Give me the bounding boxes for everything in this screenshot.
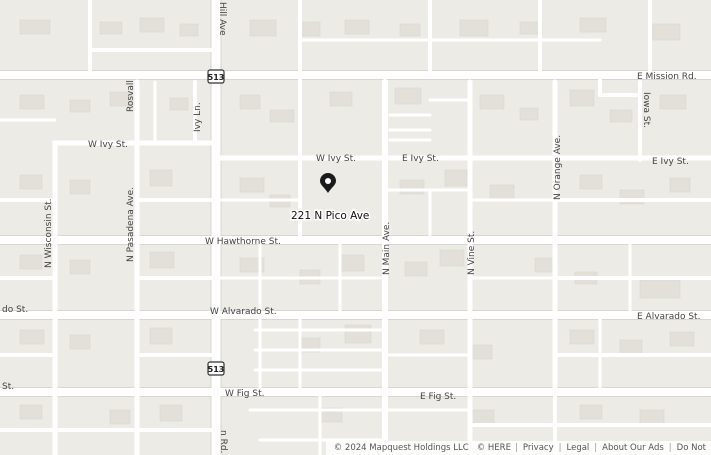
street-label-rosvall: Rosvall: [126, 80, 136, 112]
street-label-w-ivy-st-mid: W Ivy St.: [316, 154, 356, 164]
street-label-w-alvarado-st: W Alvarado St.: [210, 307, 277, 317]
street-label-hill-ave: Hill Ave: [217, 2, 227, 36]
route-shield-north: 513: [207, 69, 225, 84]
copyright-text: © 2024 Mapquest Holdings LLC: [333, 443, 469, 453]
street-label-iowa-st: Iowa St.: [641, 92, 651, 128]
location-pin[interactable]: [320, 173, 336, 193]
street-label-n-main-ave: N Main Ave.: [382, 222, 392, 275]
footer-separator: |: [594, 443, 598, 453]
street-label-e-ivy-st-right: E Ivy St.: [652, 157, 689, 167]
street-label-bottom-rd: n Rd.: [218, 430, 228, 453]
street-label-w-hawthorne-st: W Hawthorne St.: [205, 237, 281, 247]
about-ads-link[interactable]: About Our Ads: [602, 443, 664, 453]
street-label-e-ivy-st-mid: E Ivy St.: [402, 154, 439, 164]
legal-link[interactable]: Legal: [566, 443, 590, 453]
street-label-n-vine-st: N Vine St.: [467, 231, 477, 275]
route-shield-number: 513: [208, 365, 225, 374]
street-label-w-fig-st-left: St.: [2, 382, 14, 392]
footer-separator: |: [514, 443, 518, 453]
privacy-link[interactable]: Privacy: [522, 443, 554, 453]
street-label-e-mission-rd: E Mission Rd.: [637, 72, 697, 82]
do-not-link[interactable]: Do Not: [676, 443, 706, 453]
street-labels: Hill Ave Rosvall Ivy Ln. E Mission Rd. I…: [2, 2, 700, 453]
attribution-footer: © 2024 Mapquest Holdings LLC © HERE | Pr…: [325, 441, 711, 455]
street-label-w-alvarado-st-left: do St.: [2, 305, 28, 315]
route-shield-number: 513: [208, 73, 225, 82]
street-label-n-orange-ave: N Orange Ave.: [553, 135, 563, 200]
street-label-w-ivy-st-left: W Ivy St.: [88, 140, 128, 150]
street-label-e-alvarado-st: E Alvarado St.: [637, 312, 700, 322]
street-label-n-wisconsin-st: N Wisconsin St.: [44, 199, 54, 269]
street-label-w-fig-st: W Fig St.: [225, 389, 264, 399]
footer-separator: |: [558, 443, 562, 453]
here-credit: © HERE: [476, 443, 511, 453]
footer-separator: |: [668, 443, 672, 453]
street-label-e-fig-st: E Fig St.: [420, 392, 456, 402]
street-label-n-pasadena-ave: N Pasadena Ave.: [126, 187, 136, 262]
route-shield-south: 513: [207, 361, 225, 376]
map-pin-dot: [325, 178, 331, 184]
street-label-ivy-ln: Ivy Ln.: [193, 102, 203, 132]
pin-label: 221 N Pico Ave: [291, 210, 369, 222]
